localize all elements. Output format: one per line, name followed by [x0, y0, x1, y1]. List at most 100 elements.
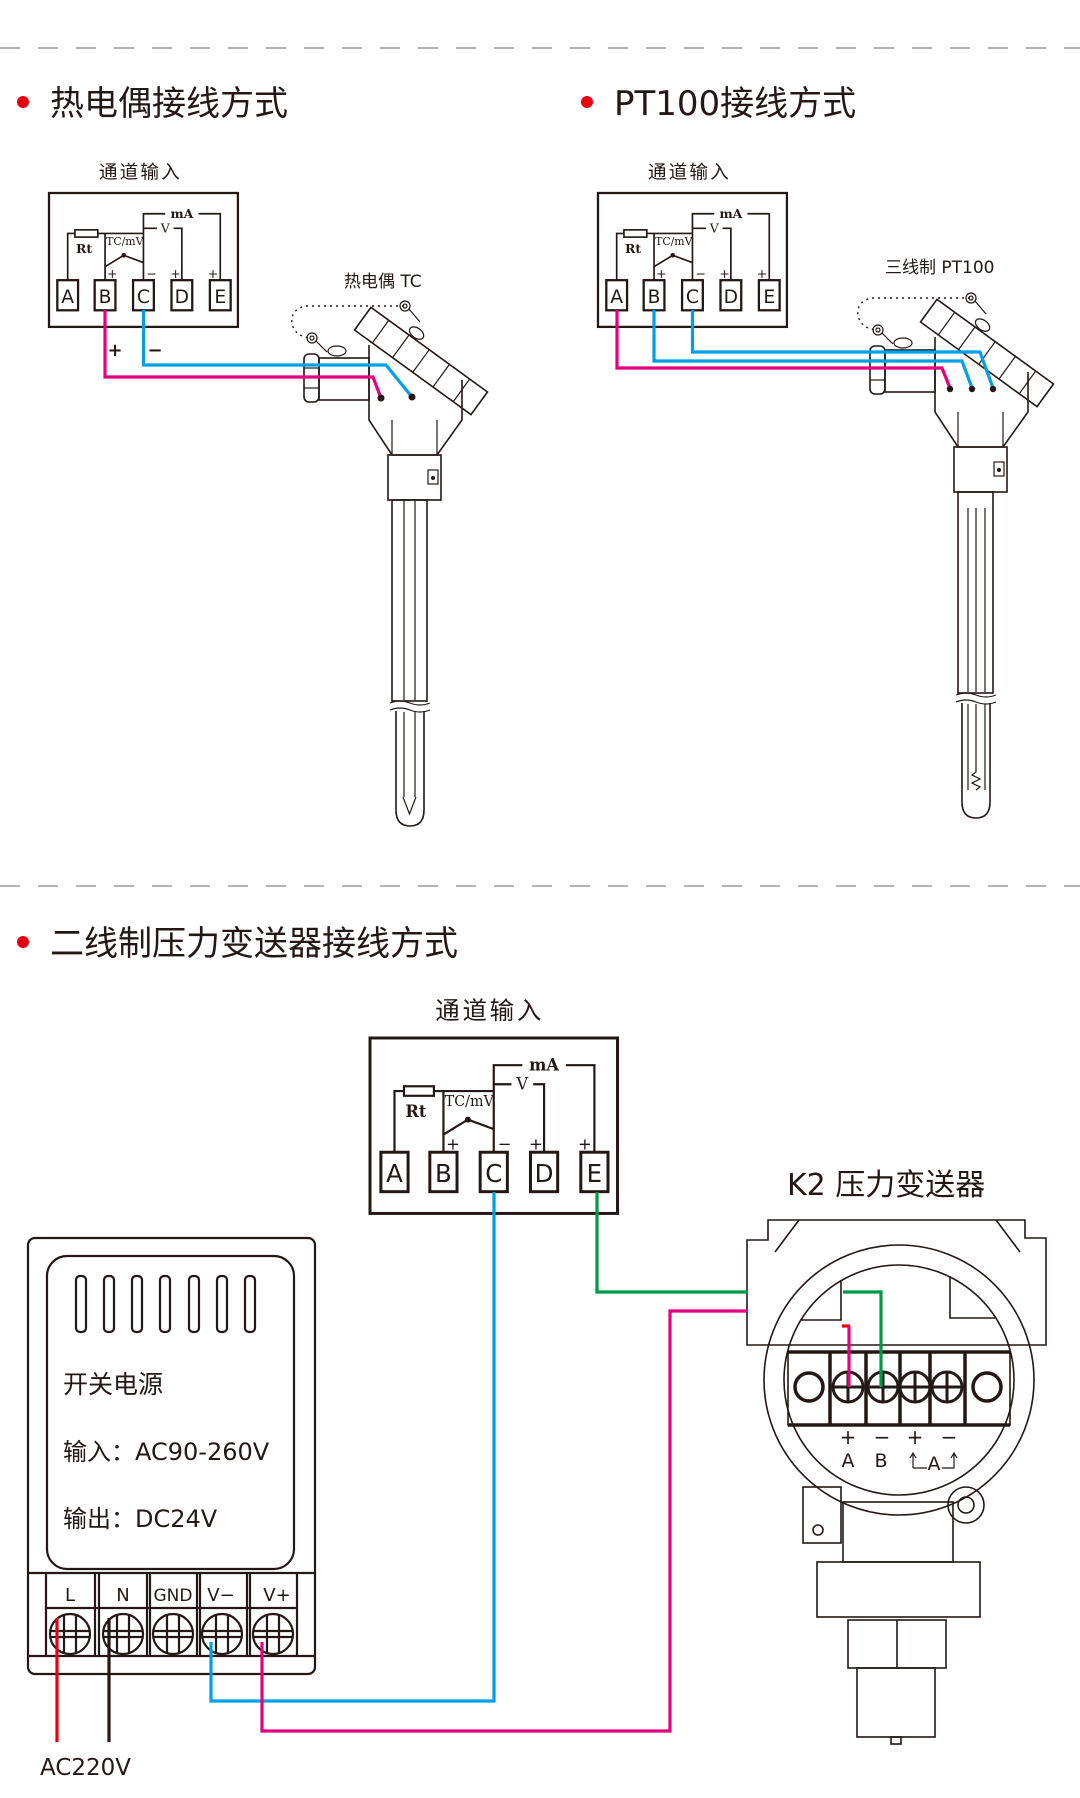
- svg-text:−: −: [874, 1425, 891, 1449]
- svg-text:E: E: [587, 1159, 602, 1188]
- transmitter-title: K2 压力变送器: [787, 1168, 985, 1203]
- channel-circuit-lines: [615, 212, 771, 281]
- pt100-probe: [857, 292, 1055, 819]
- ma-label: mA: [170, 206, 193, 221]
- channel-input-box-thermocouple: 通道输入 Rt TC/mV V mA + − + + A B C D E: [47, 162, 240, 329]
- resistor-icon: [74, 229, 99, 238]
- svg-text:B: B: [435, 1159, 452, 1188]
- v-label: V: [160, 220, 171, 235]
- thermocouple-probe: [291, 300, 489, 827]
- junction-dot: [121, 252, 127, 258]
- screw-terminals: [831, 1370, 964, 1404]
- switching-power-supply: 开关电源 输入：AC90-260V 输出：DC24V L N GND V− V+: [26, 1236, 317, 1676]
- svg-text:C: C: [137, 287, 150, 308]
- svg-text:D: D: [724, 287, 738, 308]
- plus-sign: +: [170, 266, 180, 281]
- channel-input-box-transmitter: 通道输入 Rt TC/mV V mA + − + + A B C D E: [368, 996, 620, 1215]
- section-title-pt100: PT100接线方式: [614, 84, 856, 124]
- probe-sheath: [391, 499, 428, 702]
- minus-sign: −: [147, 340, 162, 361]
- plus-sign: +: [656, 266, 666, 281]
- terminal-gnd: GND: [151, 1586, 195, 1656]
- terminal-b: B: [428, 1150, 459, 1194]
- plus-sign: +: [529, 1135, 543, 1154]
- thermocouple-label: 热电偶 TC: [344, 272, 422, 292]
- bullet-icon: [17, 936, 29, 948]
- terminal-b: B: [93, 279, 117, 312]
- terminal-l: L: [48, 1585, 92, 1656]
- thermocouple-wires: [402, 500, 417, 816]
- svg-text:D: D: [175, 287, 189, 308]
- channel-input-box-pt100: 通道输入 Rt TC/mV V mA + − + + A B C D E: [596, 162, 789, 329]
- svg-text:B: B: [648, 287, 661, 308]
- svg-text:+: +: [907, 1425, 924, 1449]
- svg-text:E: E: [214, 287, 226, 308]
- svg-text:B: B: [874, 1450, 887, 1472]
- wire-negative: [209, 1192, 496, 1703]
- svg-text:+: +: [840, 1425, 857, 1449]
- svg-text:GND: GND: [154, 1586, 193, 1606]
- svg-text:−: −: [941, 1425, 958, 1449]
- terminal-v-minus: V−: [200, 1585, 244, 1656]
- pt100-label: 三线制 PT100: [885, 258, 995, 278]
- plus-sign: +: [719, 266, 729, 281]
- probe-tip: [395, 711, 425, 827]
- svg-text:V−: V−: [207, 1585, 234, 1606]
- svg-text:A: A: [386, 1159, 403, 1188]
- plus-sign: +: [446, 1135, 460, 1154]
- wire-signal: [595, 1192, 883, 1387]
- terminal-e: E: [579, 1150, 610, 1194]
- channel-box-title: 通道输入: [435, 996, 544, 1025]
- svg-text:E: E: [763, 287, 775, 308]
- svg-text:V+: V+: [263, 1585, 290, 1606]
- terminal-c: C: [478, 1150, 509, 1194]
- ma-label: mA: [529, 1056, 559, 1075]
- rt-label: Rt: [405, 1102, 427, 1121]
- terminal-a: A: [605, 279, 629, 312]
- plus-sign: +: [107, 340, 122, 361]
- head-lid: [353, 306, 489, 416]
- screw-icon: [893, 337, 913, 349]
- wire-b: [652, 310, 974, 389]
- ammeter-label: A: [928, 1453, 941, 1475]
- ma-label: mA: [719, 206, 742, 221]
- power-supply-output: 输出：DC24V: [63, 1505, 218, 1533]
- probe-fitting: [884, 349, 936, 393]
- svg-text:N: N: [116, 1585, 129, 1606]
- terminal-b: B: [642, 279, 666, 312]
- chain-dotted: [291, 305, 404, 339]
- resistor-icon: [402, 1085, 436, 1097]
- svg-text:A: A: [610, 287, 623, 308]
- svg-text:A: A: [61, 287, 74, 308]
- junction-dot: [670, 252, 676, 258]
- plus-sign: +: [757, 266, 767, 281]
- plus-sign: +: [208, 266, 218, 281]
- junction-dot: [464, 1116, 471, 1123]
- channel-box-title: 通道输入: [648, 162, 731, 183]
- power-supply-name: 开关电源: [63, 1370, 163, 1399]
- screw-icon: [327, 345, 347, 357]
- plus-sign: +: [578, 1135, 592, 1154]
- tc-mv-label: TC/mV: [106, 234, 144, 248]
- wire-positive: [260, 1309, 748, 1733]
- section-title-transmitter: 二线制压力变送器接线方式: [50, 924, 458, 964]
- probe-tip: [961, 703, 991, 819]
- bullet-icon: [581, 96, 593, 108]
- section-title-thermocouple: 热电偶接线方式: [50, 84, 288, 124]
- ammeter-loop-arrows: [909, 1451, 958, 1469]
- minus-sign: −: [696, 266, 706, 281]
- terminal-e: E: [757, 279, 781, 312]
- head-lid: [919, 298, 1055, 408]
- v-label: V: [709, 220, 720, 235]
- terminal-c: C: [131, 279, 155, 312]
- pt100-sensor-element: [967, 508, 986, 791]
- terminal-e: E: [208, 279, 232, 312]
- wire-positive: [103, 310, 383, 399]
- terminal-a: A: [379, 1150, 410, 1194]
- channel-box-title: 通道输入: [99, 162, 182, 183]
- tc-mv-label: TC/mV: [445, 1092, 495, 1110]
- bullet-icon: [17, 96, 29, 108]
- terminal-v-plus: V+: [251, 1585, 295, 1656]
- probe-sheath: [957, 491, 994, 694]
